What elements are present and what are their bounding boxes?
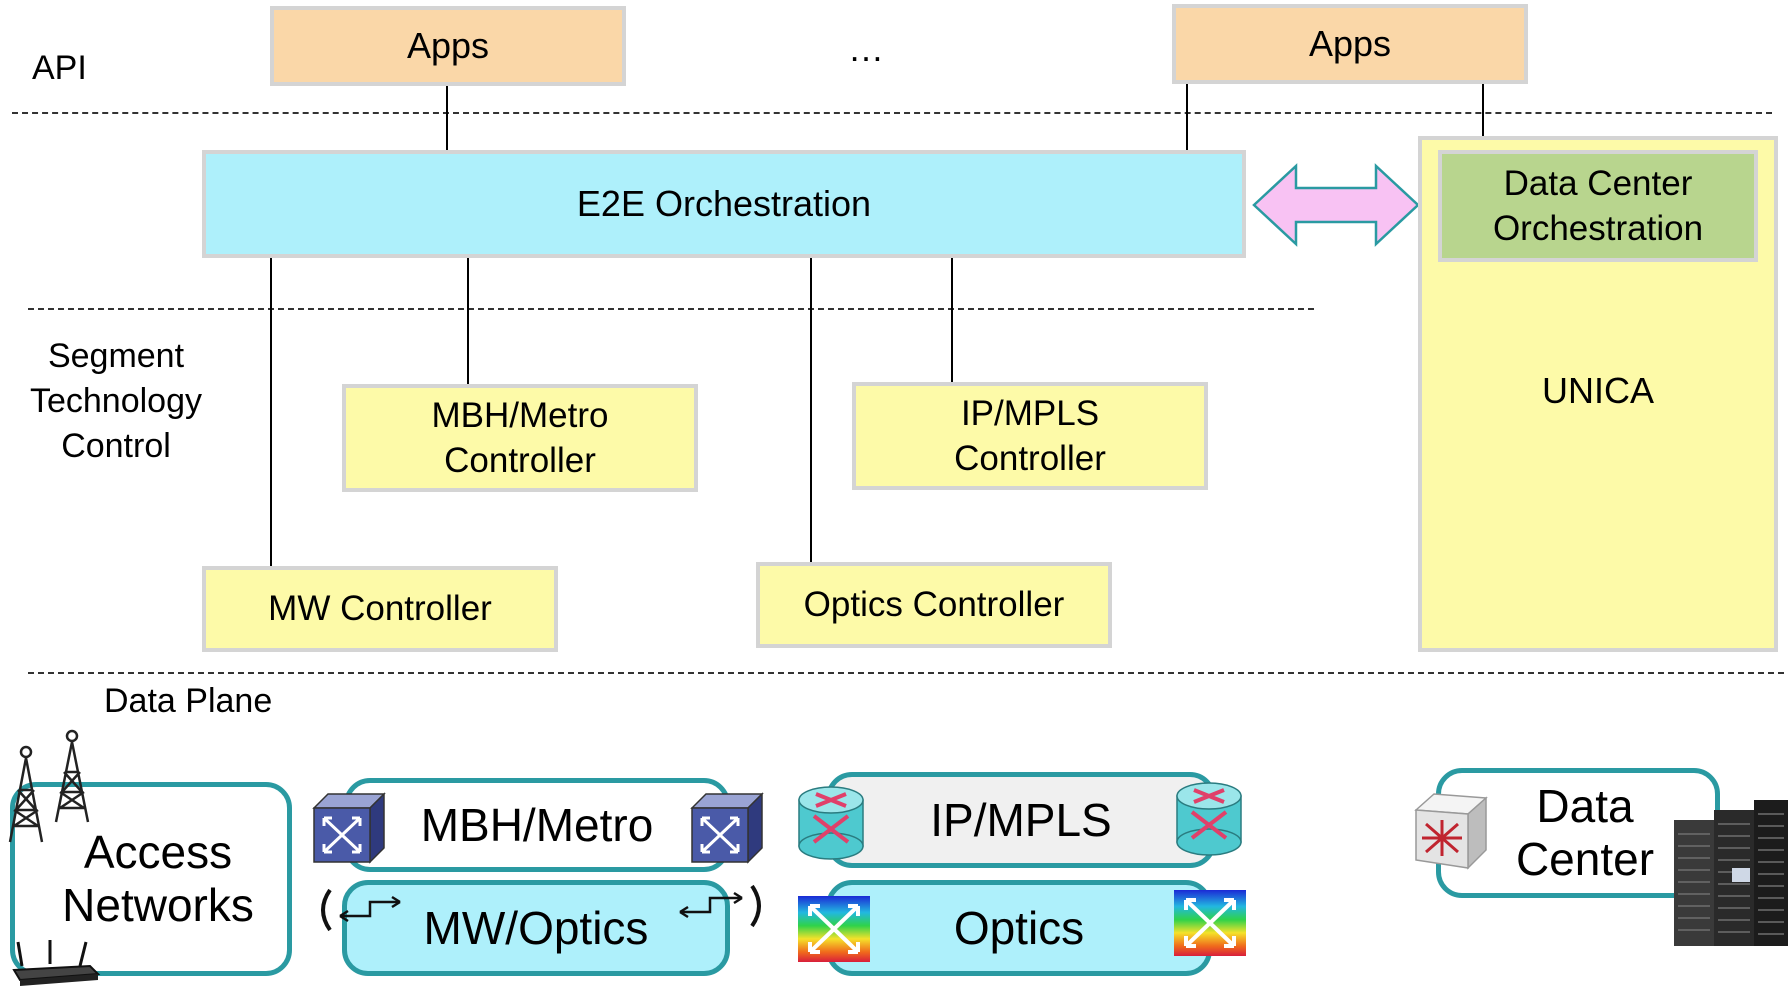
optical-switch-icon <box>798 896 870 962</box>
apps-box-right: Apps <box>1172 4 1528 84</box>
control-separator <box>28 672 1784 674</box>
unica-label: UNICA <box>1541 370 1654 411</box>
dc-orchestration-box: Data Center Orchestration <box>1438 150 1758 262</box>
apps-box-left: Apps <box>270 6 626 86</box>
connector-e2e-optics <box>810 256 812 564</box>
microwave-link-icon <box>679 884 761 928</box>
data-plane-label: Data Plane <box>104 682 273 720</box>
access-networks-pill: Access Networks <box>10 782 292 976</box>
mpls-router-icon <box>798 786 864 860</box>
router-icon <box>12 940 101 986</box>
optical-switch-icon <box>1174 890 1246 956</box>
switch-cube-icon <box>690 792 764 864</box>
mbh-metro-controller-box: MBH/Metro Controller <box>342 384 698 492</box>
segment-layer-label: Segment Technology Control <box>29 337 202 465</box>
server-rack-icon <box>1674 800 1788 946</box>
mbh-metro-pill: MBH/Metro <box>344 778 730 872</box>
mw-controller-box: MW Controller <box>202 566 558 652</box>
mw-optics-pill: MW/Optics <box>342 880 730 976</box>
api-layer-label: API <box>32 49 87 87</box>
optics-pill: Optics <box>826 880 1212 976</box>
connector-apps-dc <box>1482 80 1484 152</box>
datacenter-pill: Data Center <box>1436 768 1720 898</box>
ipmpls-controller-box: IP/MPLS Controller <box>852 382 1208 490</box>
orchestration-separator <box>28 308 1314 310</box>
microwave-link-icon <box>321 888 401 932</box>
bidirectional-arrow-icon <box>1252 163 1420 247</box>
ipmpls-pill: IP/MPLS <box>826 772 1216 868</box>
datacenter-switch-icon <box>1414 793 1488 870</box>
optics-controller-box: Optics Controller <box>756 562 1112 648</box>
connector-e2e-mbh <box>467 256 469 386</box>
connector-e2e-mw <box>270 256 272 568</box>
switch-cube-icon <box>312 792 386 864</box>
ellipsis: … <box>848 28 884 69</box>
connector-apps-e2e <box>446 84 448 154</box>
mpls-router-icon <box>1176 782 1242 856</box>
antenna-tower-icon <box>8 745 44 843</box>
api-separator <box>12 112 1772 114</box>
antenna-tower-icon <box>54 729 90 823</box>
e2e-orchestration-box: E2E Orchestration <box>202 150 1246 258</box>
connector-apps-e2e-right <box>1186 78 1188 152</box>
connector-e2e-ipmpls <box>951 256 953 384</box>
